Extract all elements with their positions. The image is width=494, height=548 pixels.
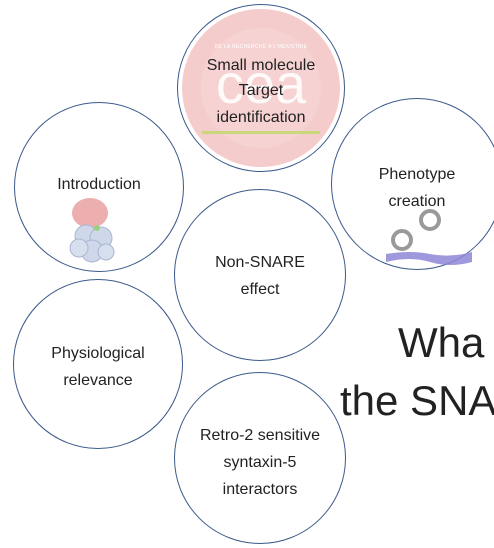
circle-non-snare[interactable]	[174, 189, 346, 361]
phenotype-line2: creation	[388, 193, 446, 210]
small-molecule-line1: Small molecule	[206, 57, 316, 74]
svg-text:cea: cea	[216, 52, 307, 115]
small-molecule-line2: Target	[238, 82, 284, 99]
phenotype-line1: Phenotype	[378, 166, 456, 183]
retro2-line1: Retro-2 sensitive	[199, 427, 321, 444]
introduction-label: Introduction	[57, 176, 141, 193]
heading-line2: the SNA	[340, 377, 494, 424]
non-snare-line1: Non-SNARE	[215, 254, 305, 271]
circle-physiological[interactable]	[13, 279, 183, 449]
physiological-line2: relevance	[63, 372, 133, 389]
retro2-line2: syntaxin-5	[223, 454, 297, 471]
retro2-line3: interactors	[222, 481, 298, 498]
circle-retro2[interactable]	[174, 372, 346, 544]
non-snare-line2: effect	[240, 281, 280, 298]
heading-line1: Wha	[398, 319, 485, 366]
physiological-line1: Physiological	[51, 345, 145, 362]
logo-tagline: DE LA RECHERCHE À L'INDUSTRIE	[214, 44, 308, 50]
small-molecule-line3: identification	[216, 109, 306, 126]
